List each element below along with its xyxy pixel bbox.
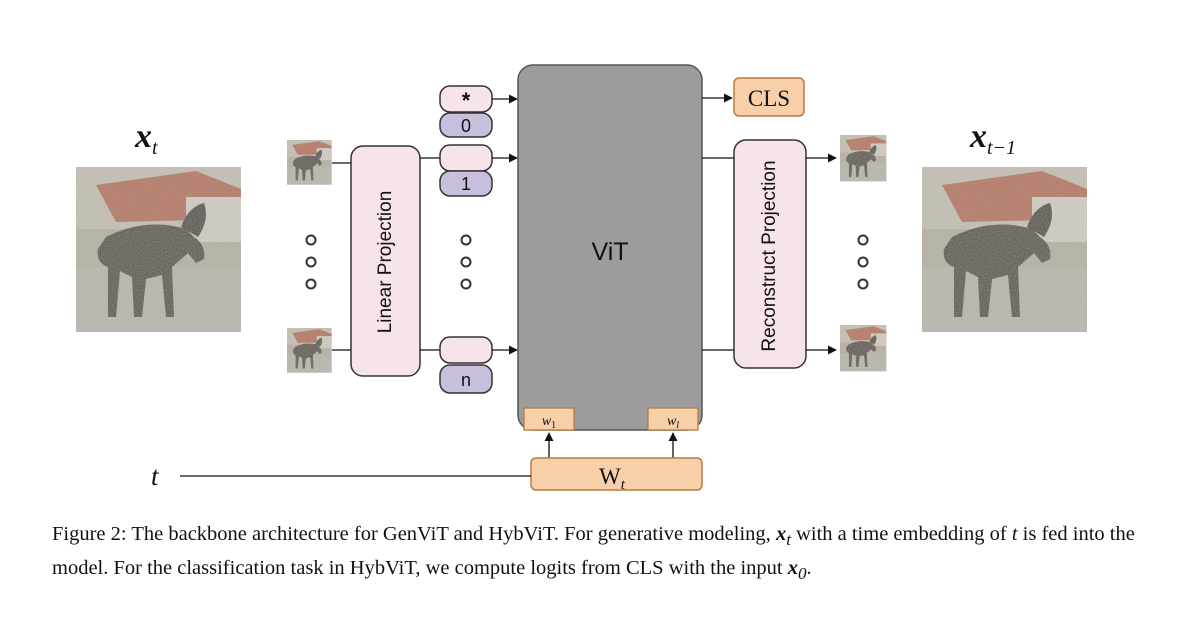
w1-box <box>523 407 575 431</box>
linear-projection-box <box>350 145 421 377</box>
input-label: xt <box>134 118 158 159</box>
wl-box <box>647 407 699 431</box>
w1-label: w1 <box>542 414 556 431</box>
time-embedding-label: Wt <box>599 464 626 493</box>
wl-label: wl <box>667 414 679 431</box>
pos-embedding-1 <box>439 170 493 197</box>
pos-embedding-1-label: 1 <box>461 174 471 194</box>
token-ellipsis <box>460 234 472 290</box>
figure-caption: Figure 2: The backbone architecture for … <box>52 523 1135 584</box>
time-label: t <box>151 461 160 491</box>
output-label: xt−1 <box>969 118 1016 159</box>
input-patch-top <box>287 140 332 185</box>
vit-label: ViT <box>591 238 628 266</box>
output-patch-bottom <box>840 325 887 372</box>
time-embedding-box <box>530 457 703 491</box>
output-patch-ellipsis <box>857 234 869 290</box>
patch-token-1 <box>439 144 493 172</box>
input-noisy-image <box>76 167 241 332</box>
input-patch-bottom <box>287 328 332 373</box>
output-patch-top <box>840 135 887 182</box>
reconstruct-projection-box <box>733 139 807 369</box>
pos-embedding-0-label: 0 <box>461 116 471 136</box>
vit-block <box>517 64 703 431</box>
cls-token-symbol: * <box>462 88 471 113</box>
input-patch-ellipsis <box>305 234 317 290</box>
pos-embedding-n-label: n <box>461 370 471 390</box>
output-noisy-image <box>922 167 1087 332</box>
cls-output-box <box>733 77 805 117</box>
cls-output-label: CLS <box>748 86 790 111</box>
patch-token-n <box>439 336 493 364</box>
reconstruct-projection-label: Reconstruct Projection <box>759 160 780 351</box>
pos-embedding-n <box>439 364 493 394</box>
architecture-diagram: xt Linear Projection * 0 1 n ViT w1 wl <box>76 64 1087 493</box>
linear-projection-label: Linear Projection <box>375 191 396 334</box>
pos-embedding-0 <box>439 112 493 138</box>
